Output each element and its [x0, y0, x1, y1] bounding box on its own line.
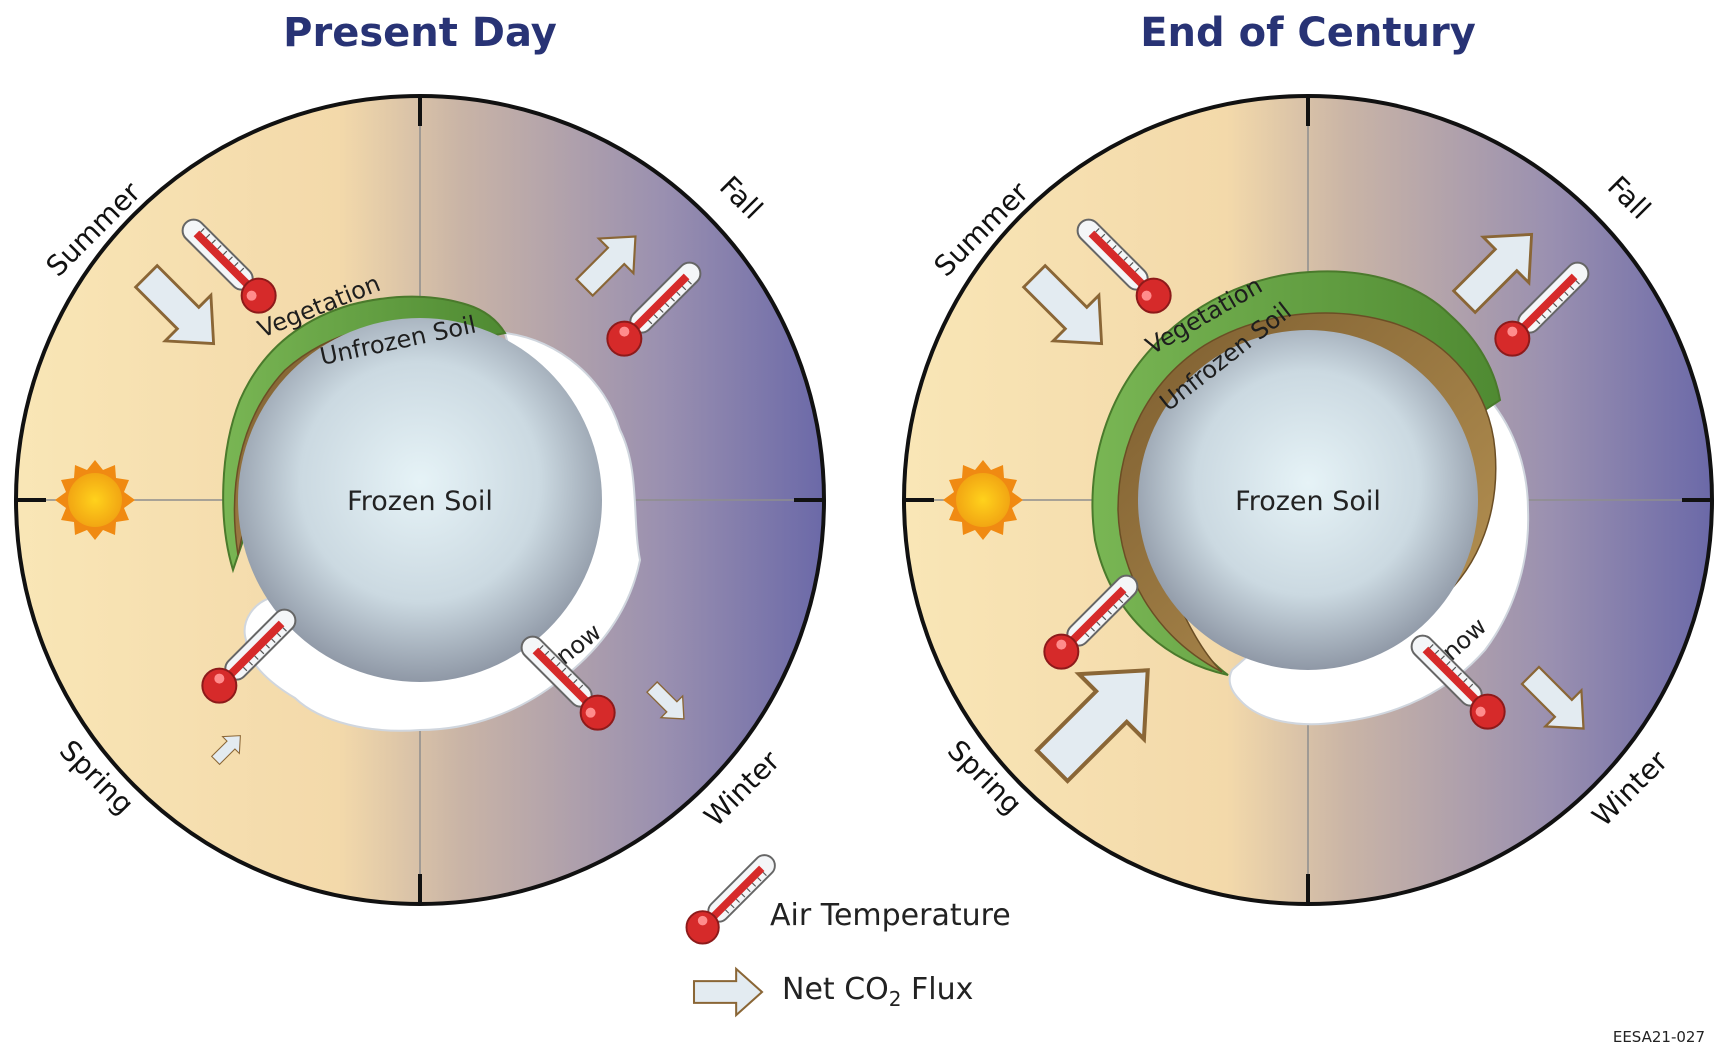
frozen-soil-label: Frozen Soil [347, 486, 493, 517]
panel-end-of-century: Frozen Soil Vegetation Unfrozen Soil Sno… [902, 94, 1714, 906]
panel-2-title: End of Century [1140, 10, 1476, 56]
season-fall: Fall [713, 170, 769, 226]
frozen-soil-label: Frozen Soil [1235, 486, 1381, 517]
frozen-soil-core [238, 318, 602, 682]
frozen-soil-core [1138, 330, 1478, 670]
panel-1-title: Present Day [283, 10, 557, 56]
figure-credit: EESA21-027 [1612, 1028, 1705, 1046]
legend [678, 845, 785, 1017]
panel-present-day: Frozen Soil Vegetation Unfrozen Soil Sno… [14, 94, 826, 906]
legend-co2-suffix: Flux [901, 972, 974, 1007]
legend-co2-prefix: Net CO [782, 972, 889, 1007]
flux-arrow-icon [692, 967, 764, 1017]
legend-air-temperature: Air Temperature [770, 898, 1011, 933]
thermometer-icon [678, 845, 785, 952]
legend-co2-subscript: 2 [888, 987, 902, 1011]
season-fall: Fall [1601, 170, 1657, 226]
legend-net-co2-flux: Net CO2 Flux [782, 972, 973, 1011]
